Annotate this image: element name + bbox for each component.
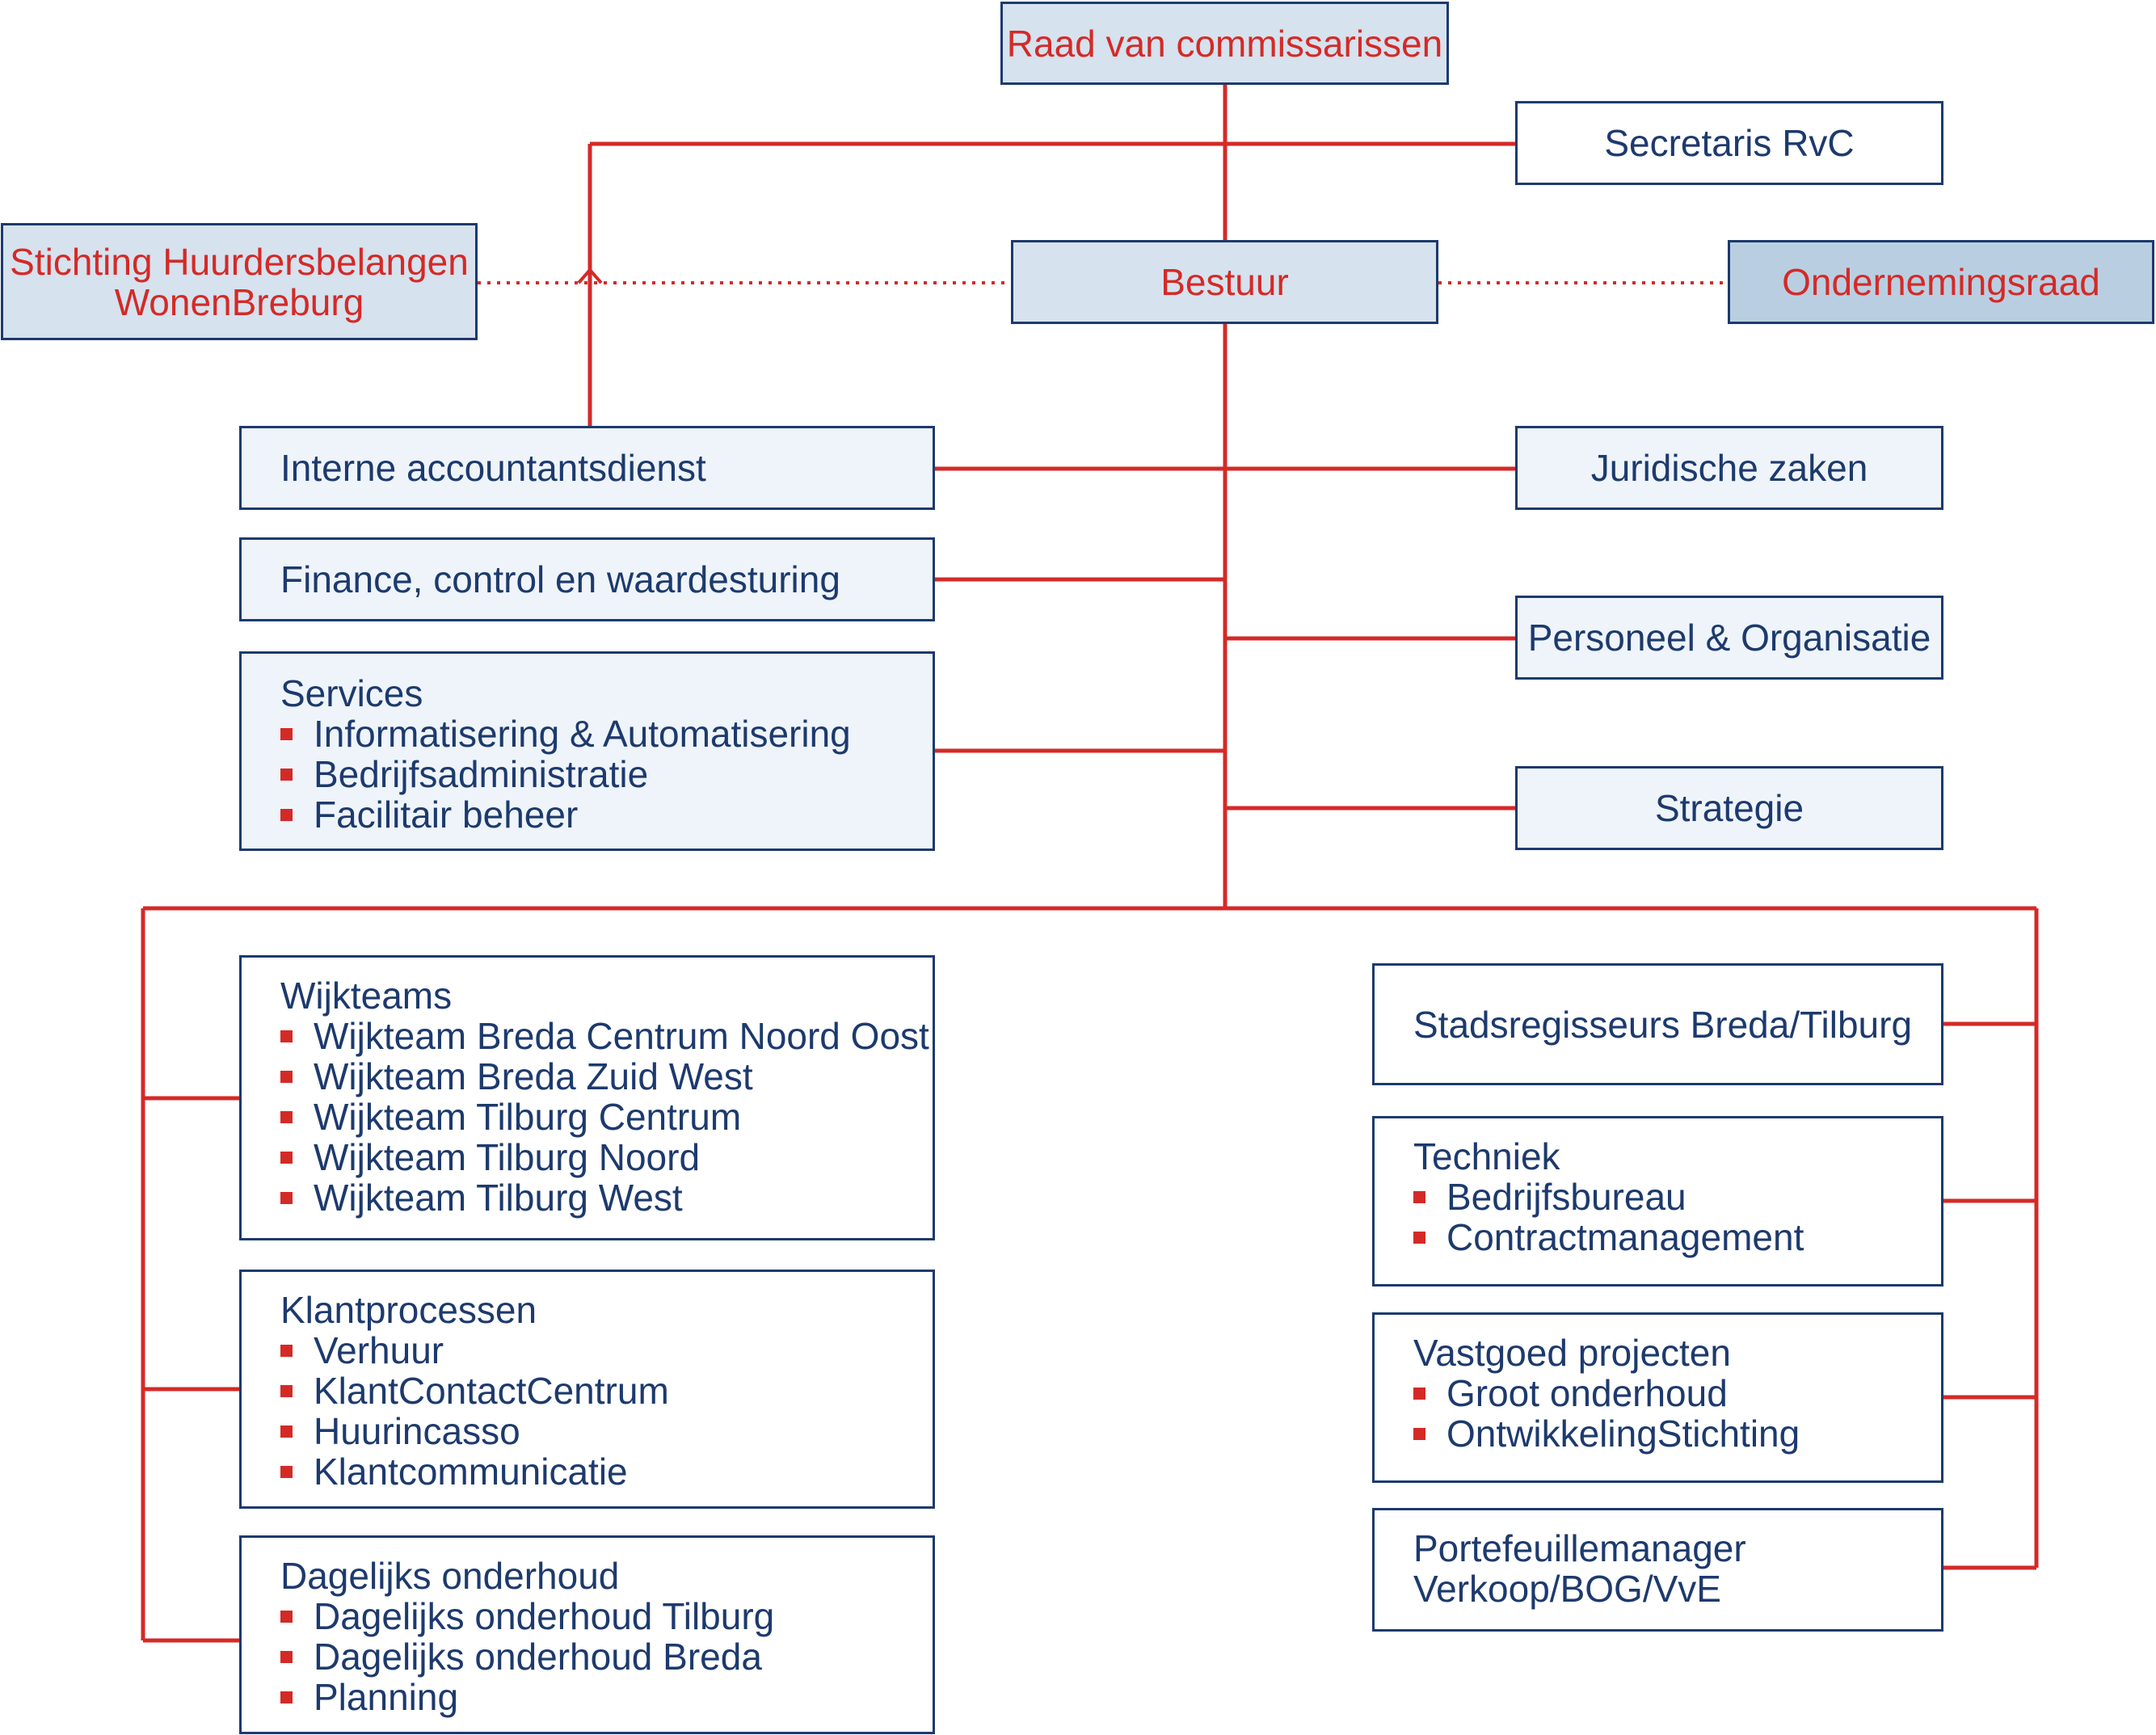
list-item: Verhuur xyxy=(280,1330,933,1371)
bullet-icon xyxy=(280,727,293,740)
list-item: Wijkteam Tilburg Centrum xyxy=(280,1097,933,1137)
juridische-zaken-box: Juridische zaken xyxy=(1515,426,1943,510)
list-item: Groot onderhoud xyxy=(1413,1373,1941,1413)
services-box: Services Informatisering & Automatiserin… xyxy=(239,651,935,851)
ondernemingsraad-box: Ondernemingsraad xyxy=(1728,240,2154,324)
bullet-icon xyxy=(280,1465,293,1478)
bullet-icon xyxy=(280,1691,293,1703)
personeel-label: Personeel & Organisatie xyxy=(1527,617,1931,659)
strategie-label: Strategie xyxy=(1654,787,1804,829)
secretaris-rvc-box: Secretaris RvC xyxy=(1515,101,1943,185)
bestuur-label: Bestuur xyxy=(1160,261,1289,303)
juridische-label: Juridische zaken xyxy=(1590,447,1868,489)
bullet-icon xyxy=(280,1191,293,1204)
portefeuillemanager-title-line2: Verkoop/BOG/VvE xyxy=(1413,1568,1721,1610)
finance-label: Finance, control en waardesturing xyxy=(280,558,840,600)
list-item: Wijkteam Tilburg Noord xyxy=(280,1137,933,1177)
interne-label: Interne accountantsdienst xyxy=(280,447,706,489)
raad-label: Raad van commissarissen xyxy=(1006,22,1443,65)
bullet-icon xyxy=(280,1030,293,1042)
list-item: Bedrijfsbureau xyxy=(1413,1177,1941,1217)
raad-van-commissarissen-box: Raad van commissarissen xyxy=(1000,2,1449,85)
bullet-icon xyxy=(1413,1190,1425,1203)
bullet-icon xyxy=(280,1110,293,1123)
techniek-box: Techniek Bedrijfsbureau Contractmanageme… xyxy=(1372,1116,1943,1287)
list-item: Bedrijfsadministratie xyxy=(280,754,933,794)
dagelijks-onderhoud-box: Dagelijks onderhoud Dagelijks onderhoud … xyxy=(239,1535,935,1734)
stichting-box: Stichting Huurdersbelangen WonenBreburg xyxy=(1,223,478,340)
list-item: Klantcommunicatie xyxy=(280,1451,933,1492)
bullet-icon xyxy=(280,808,293,821)
portefeuillemanager-box: Portefeuillemanager Verkoop/BOG/VvE xyxy=(1372,1508,1943,1632)
klantprocessen-box: Klantprocessen Verhuur KlantContactCentr… xyxy=(239,1270,935,1509)
stadsregisseurs-title: Stadsregisseurs Breda/Tilburg xyxy=(1413,1003,1913,1046)
bullet-icon xyxy=(280,1151,293,1164)
bullet-icon xyxy=(1413,1387,1425,1400)
vastgoed-title: Vastgoed projecten xyxy=(1413,1332,1731,1374)
list-item: Huurincasso xyxy=(280,1411,933,1451)
bullet-icon xyxy=(280,1070,293,1083)
list-item: Contractmanagement xyxy=(1413,1217,1941,1257)
list-item: Informatisering & Automatisering xyxy=(280,714,933,754)
bullet-icon xyxy=(280,1384,293,1397)
stichting-label-line2: WonenBreburg xyxy=(114,280,364,323)
klantprocessen-title: Klantprocessen xyxy=(280,1289,537,1331)
list-item: KlantContactCentrum xyxy=(280,1371,933,1411)
bullet-icon xyxy=(280,1650,293,1663)
finance-box: Finance, control en waardesturing xyxy=(239,537,935,621)
wijkteams-title: Wijkteams xyxy=(280,975,453,1017)
techniek-title: Techniek xyxy=(1413,1135,1560,1177)
stichting-label-line1: Stichting Huurdersbelangen xyxy=(10,240,469,283)
list-item: Facilitair beheer xyxy=(280,794,933,835)
bullet-icon xyxy=(280,768,293,781)
bestuur-box: Bestuur xyxy=(1011,240,1438,324)
services-title: Services xyxy=(280,672,423,714)
strategie-box: Strategie xyxy=(1515,766,1943,850)
personeel-box: Personeel & Organisatie xyxy=(1515,596,1943,680)
secretaris-label: Secretaris RvC xyxy=(1604,122,1855,164)
list-item: OntwikkelingStichting xyxy=(1413,1413,1941,1454)
portefeuillemanager-title: Portefeuillemanager xyxy=(1413,1527,1746,1569)
dagelijks-title: Dagelijks onderhoud xyxy=(280,1555,620,1597)
bullet-icon xyxy=(1413,1231,1425,1244)
wijkteams-box: Wijkteams Wijkteam Breda Centrum Noord O… xyxy=(239,955,935,1240)
vastgoed-projecten-box: Vastgoed projecten Groot onderhoud Ontwi… xyxy=(1372,1312,1943,1483)
interne-accountantsdienst-box: Interne accountantsdienst xyxy=(239,426,935,510)
list-item: Wijkteam Breda Centrum Noord Oost xyxy=(280,1016,933,1056)
bullet-icon xyxy=(280,1610,293,1623)
bullet-icon xyxy=(280,1425,293,1438)
list-item: Wijkteam Tilburg West xyxy=(280,1177,933,1218)
arrow-up-icon xyxy=(577,267,603,284)
bullet-icon xyxy=(280,1344,293,1357)
list-item: Planning xyxy=(280,1677,933,1717)
list-item: Dagelijks onderhoud Breda xyxy=(280,1636,933,1677)
list-item: Wijkteam Breda Zuid West xyxy=(280,1056,933,1097)
stadsregisseurs-box: Stadsregisseurs Breda/Tilburg xyxy=(1372,963,1943,1085)
ondernemingsraad-label: Ondernemingsraad xyxy=(1782,261,2100,303)
list-item: Dagelijks onderhoud Tilburg xyxy=(280,1596,933,1636)
bullet-icon xyxy=(1413,1427,1425,1440)
